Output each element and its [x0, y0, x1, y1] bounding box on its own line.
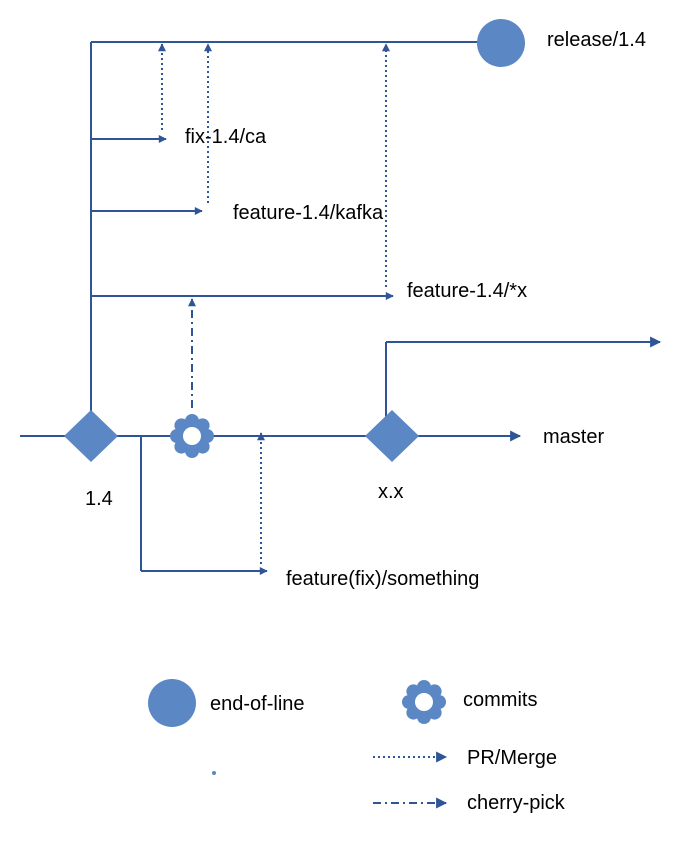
tag-1-4-label: 1.4: [85, 488, 113, 510]
feature-kafka-branch-label: feature-1.4/kafka: [233, 202, 384, 224]
master-branch-label: master: [543, 426, 604, 448]
legend-commits-label: commits: [463, 689, 537, 711]
release-branch-label: release/1.4: [547, 29, 646, 51]
tag-xx-diamond-icon: [365, 410, 419, 462]
legend-end-of-line-icon: [148, 679, 196, 727]
tag-1-4-diamond-icon: [64, 410, 118, 462]
legend-cherry-pick-label: cherry-pick: [467, 792, 566, 814]
legend-end-of-line-label: end-of-line: [210, 693, 305, 715]
tag-xx-label: x.x: [378, 481, 404, 503]
legend-pr-merge-label: PR/Merge: [467, 747, 557, 769]
end-of-line-icon: [477, 19, 525, 67]
commit-flower-icon: [170, 414, 214, 458]
legend: end-of-line commits PR/Merge cherry-pick: [148, 679, 566, 814]
fix-ca-branch-label: fix-1.4/ca: [185, 126, 267, 148]
feature-fix-something-branch-label: feature(fix)/something: [286, 568, 479, 590]
feature-x-branch-label: feature-1.4/*x: [407, 280, 527, 302]
legend-dot: [212, 771, 216, 775]
legend-commit-flower-icon: [402, 680, 446, 724]
